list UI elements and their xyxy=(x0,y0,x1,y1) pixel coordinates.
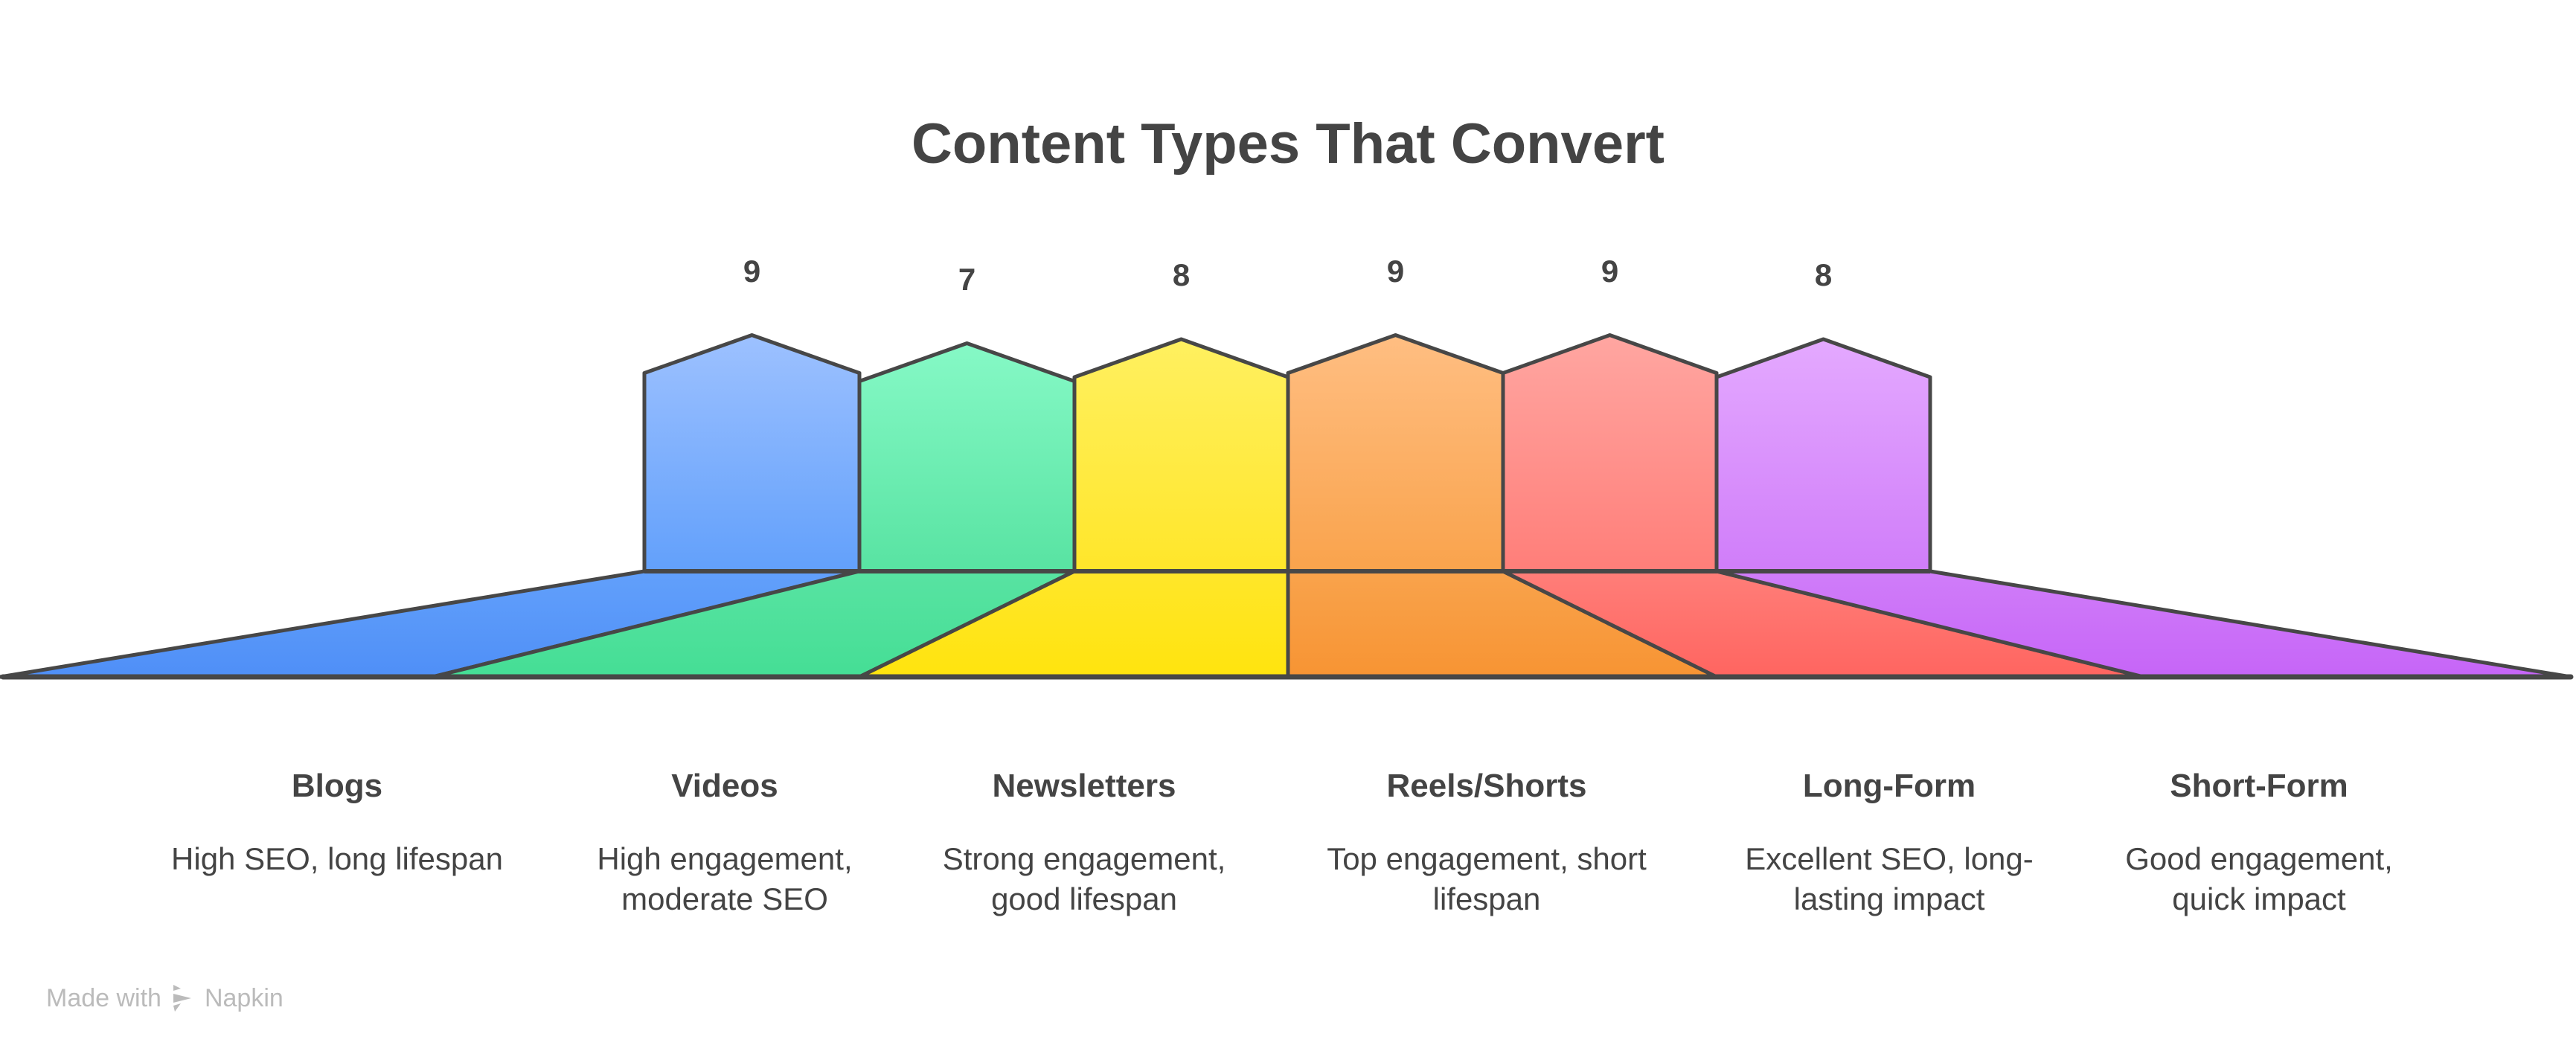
description-line: lasting impact xyxy=(1793,881,1985,916)
napkin-brand-text: Napkin xyxy=(204,983,283,1012)
category-description: High engagement, moderate SEO xyxy=(539,839,911,919)
category-description: Good engagement, quick impact xyxy=(2073,839,2445,919)
description-line: Excellent SEO, long- xyxy=(1745,841,2034,876)
category-description: High SEO, long lifespan xyxy=(151,839,523,879)
description-line: moderate SEO xyxy=(621,881,828,916)
bar-3 xyxy=(1286,333,1505,573)
category-description: Excellent SEO, long-lasting impact xyxy=(1703,839,2075,919)
napkin-logo-icon xyxy=(173,985,191,1012)
made-with-text: Made with xyxy=(46,983,161,1012)
value-label: 9 xyxy=(1386,253,1405,289)
description-line: lifespan xyxy=(1432,881,1541,916)
category-label: Reels/Shorts xyxy=(1386,768,1587,804)
napkin-watermark: Made with Napkin xyxy=(46,983,283,1013)
description-line: Top engagement, short xyxy=(1327,841,1647,876)
value-label: 9 xyxy=(1601,253,1619,289)
category-label: Long-Form xyxy=(1802,768,1976,804)
description-line: quick impact xyxy=(2172,881,2346,916)
diagram-title: Content Types That Convert xyxy=(911,112,1665,176)
value-label: 8 xyxy=(1814,257,1833,292)
category-description: Strong engagement, good lifespan xyxy=(898,839,1270,919)
description-line: High engagement, xyxy=(597,841,853,876)
bar-1 xyxy=(857,341,1077,573)
category-label: Videos xyxy=(671,768,778,804)
description-line: High SEO, long lifespan xyxy=(171,841,503,876)
description-line: Strong engagement, xyxy=(942,841,1226,876)
category-description: Top engagement, short lifespan xyxy=(1301,839,1673,919)
category-label: Newsletters xyxy=(992,768,1176,804)
value-label: 9 xyxy=(743,253,761,289)
description-line: good lifespan xyxy=(991,881,1177,916)
bar-4 xyxy=(1501,333,1719,573)
bar-5 xyxy=(1714,337,1932,573)
description-line: Good engagement, xyxy=(2125,841,2393,876)
value-label: 7 xyxy=(958,261,976,297)
value-label: 8 xyxy=(1172,257,1191,292)
bar-2 xyxy=(1072,337,1290,573)
category-label: Short-Form xyxy=(2170,768,2348,804)
category-label: Blogs xyxy=(291,768,383,804)
bar-0 xyxy=(642,333,862,573)
